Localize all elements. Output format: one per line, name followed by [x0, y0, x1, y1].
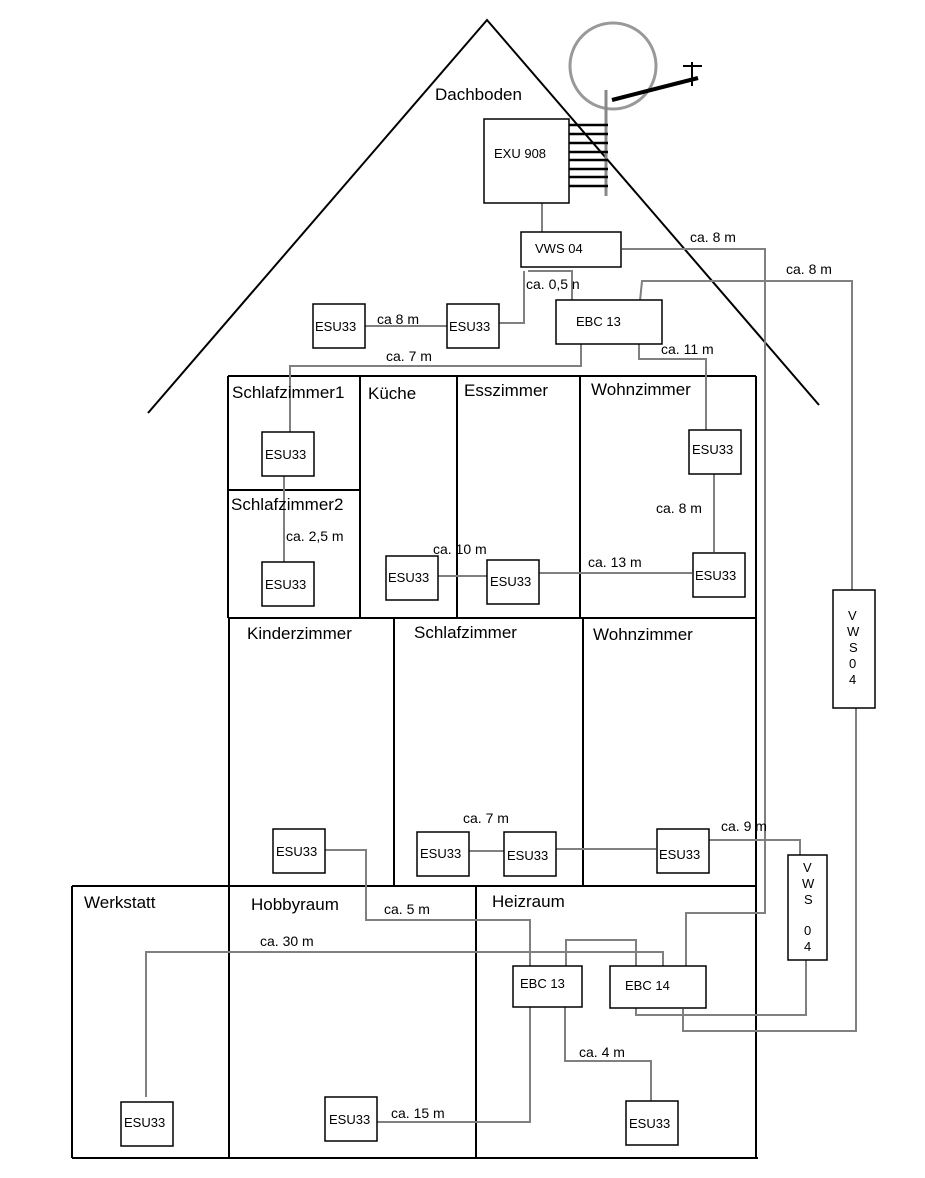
room-label-esszimmer: Esszimmer	[464, 381, 548, 400]
distance-label: ca. 30 m	[260, 933, 314, 949]
device-esu-schlafzimmer-right: ESU33	[503, 831, 557, 877]
distance-label: ca. 5 m	[384, 901, 430, 917]
distance-label: ca. 10 m	[433, 541, 487, 557]
device-esu-attic-left: ESU33	[312, 303, 366, 349]
svg-text:EBC 13: EBC 13	[576, 314, 621, 329]
device-esu-schlafzimmer1: ESU33	[261, 431, 315, 477]
middle-floor-walls	[72, 618, 756, 1158]
roof-outline	[147, 18, 820, 414]
svg-text:ESU33: ESU33	[329, 1112, 370, 1127]
room-label-schlafzimmer: Schlafzimmer	[414, 623, 517, 642]
room-label-heizraum: Heizraum	[492, 892, 565, 911]
distance-label: ca. 8 m	[690, 229, 736, 245]
device-ebc14-basement: EBC 14	[609, 965, 707, 1009]
svg-text:ESU33: ESU33	[507, 848, 548, 863]
device-esu-heizraum: ESU33	[625, 1100, 679, 1146]
device-ebc-attic: EBC 13	[555, 299, 663, 345]
device-esu-schlafzimmer2: ESU33	[261, 561, 315, 607]
device-esu-kinderzimmer: ESU33	[272, 828, 326, 874]
cables	[145, 200, 857, 1123]
room-label-wohnzimmer-middle: Wohnzimmer	[593, 625, 693, 644]
device-esu-wohnzimmer-top: ESU33	[688, 429, 742, 475]
svg-text:S: S	[849, 640, 858, 655]
device-esu-kueche: ESU33	[385, 555, 439, 601]
svg-text:W: W	[847, 624, 860, 639]
distance-label: ca. 7 m	[463, 810, 509, 826]
svg-text:ESU33: ESU33	[315, 319, 356, 334]
room-label-kueche: Küche	[368, 384, 416, 403]
device-esu-wohnzimmer-middle: ESU33	[656, 828, 710, 874]
svg-text:VWS 04: VWS 04	[535, 241, 583, 256]
svg-text:ESU33: ESU33	[124, 1115, 165, 1130]
device-vws-right: V W S 0 4	[832, 589, 876, 709]
svg-text:ESU33: ESU33	[276, 844, 317, 859]
upper-floor-walls	[227, 375, 757, 1158]
distance-label: ca. 2,5 m	[286, 528, 344, 544]
svg-text:V: V	[848, 608, 857, 623]
device-esu-hobbyraum: ESU33	[324, 1096, 378, 1142]
svg-text:W: W	[802, 876, 815, 891]
device-esu-wohnzimmer-bottom: ESU33	[692, 552, 746, 598]
device-esu-werkstatt: ESU33	[120, 1101, 174, 1147]
distance-label: ca. 13 m	[588, 554, 642, 570]
svg-text:V: V	[803, 860, 812, 875]
room-label-wohnzimmer-upper: Wohnzimmer	[591, 380, 691, 399]
distance-label: ca. 15 m	[391, 1105, 445, 1121]
device-exu-908: EXU 908	[483, 118, 570, 204]
svg-text:ESU33: ESU33	[388, 570, 429, 585]
svg-text:ESU33: ESU33	[695, 568, 736, 583]
device-esu-attic-right: ESU33	[446, 303, 500, 349]
svg-text:ESU33: ESU33	[449, 319, 490, 334]
svg-text:EBC 13: EBC 13	[520, 976, 565, 991]
device-esu-schlafzimmer-left: ESU33	[416, 831, 470, 877]
svg-text:EBC 14: EBC 14	[625, 978, 670, 993]
room-label-schlafzimmer2: Schlafzimmer2	[231, 495, 343, 514]
svg-text:ESU33: ESU33	[265, 577, 306, 592]
svg-text:ESU33: ESU33	[629, 1116, 670, 1131]
device-ebc13-basement: EBC 13	[512, 965, 583, 1008]
distance-label: ca. 0,5 n	[526, 276, 580, 292]
distance-label: ca. 11 m	[661, 341, 714, 357]
distance-label: ca 8 m	[377, 311, 419, 327]
svg-text:4: 4	[849, 672, 856, 687]
device-vws-lower: V W S 0 4	[787, 854, 828, 961]
svg-text:ESU33: ESU33	[659, 847, 700, 862]
svg-text:EXU 908: EXU 908	[494, 146, 546, 161]
distance-label: ca. 8 m	[786, 261, 832, 277]
distance-label: ca. 7 m	[386, 348, 432, 364]
device-vws-attic: VWS 04	[520, 231, 622, 268]
distance-label: ca. 4 m	[579, 1044, 625, 1060]
room-label-kinderzimmer: Kinderzimmer	[247, 624, 352, 643]
svg-text:4: 4	[804, 939, 811, 954]
svg-text:0: 0	[804, 923, 811, 938]
svg-text:0: 0	[849, 656, 856, 671]
room-label-werkstatt: Werkstatt	[84, 893, 156, 912]
antenna-icon	[611, 62, 702, 102]
room-label-dachboden: Dachboden	[435, 85, 522, 104]
ground-floor-walls	[71, 886, 758, 1159]
room-label-hobbyraum: Hobbyraum	[251, 895, 339, 914]
svg-text:ESU33: ESU33	[490, 574, 531, 589]
svg-text:ESU33: ESU33	[420, 846, 461, 861]
svg-text:ESU33: ESU33	[265, 447, 306, 462]
device-esu-esszimmer: ESU33	[486, 559, 540, 605]
lnb-cables	[569, 123, 608, 188]
svg-text:ESU33: ESU33	[692, 442, 733, 457]
distance-label: ca. 9 m	[721, 818, 767, 834]
distance-label: ca. 8 m	[656, 500, 702, 516]
svg-text:S: S	[804, 892, 813, 907]
room-label-schlafzimmer1: Schlafzimmer1	[232, 383, 344, 402]
